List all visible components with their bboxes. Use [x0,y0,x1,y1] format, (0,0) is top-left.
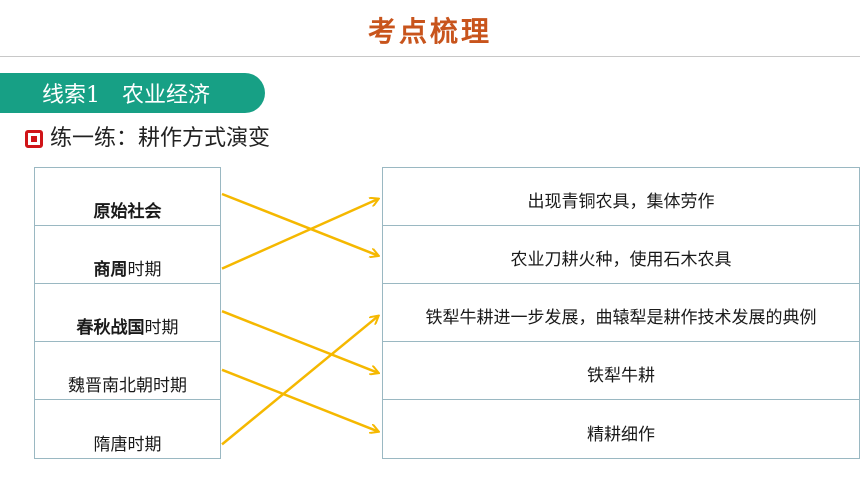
title-divider [0,56,860,57]
era-label-rest: 时期 [144,318,179,338]
match-arrow [221,192,378,256]
era-cell: 魏晋南北朝时期 [35,342,220,400]
era-label-rest: 隋唐时期 [93,435,162,455]
method-cell: 铁犁牛耕 [383,342,859,400]
method-cell: 出现青铜农具，集体劳作 [383,168,859,226]
era-label: 隋唐时期 [94,430,162,455]
method-cell: 精耕细作 [383,400,859,458]
era-label-bold: 原始社会 [93,202,162,222]
method-label: 精耕细作 [587,424,655,445]
match-arrow [221,199,378,270]
exercise-subtitle: 练一练：耕作方式演变 [50,126,271,151]
method-cell: 农业刀耕火种，使用石木农具 [383,226,859,284]
match-arrow [221,368,378,432]
era-label: 原始社会 [94,197,162,222]
era-label-rest: 魏晋南北朝时期 [68,376,187,396]
era-label-rest: 时期 [127,260,162,280]
era-column: 原始社会 商周时期 春秋战国时期 魏晋南北朝时期 隋唐时期 [34,167,221,459]
method-label: 农业刀耕火种，使用石木农具 [510,250,732,270]
section-pill-label: 线索1 农业经济 [42,83,210,108]
square-bullet-icon [25,130,43,148]
era-cell: 原始社会 [35,168,220,226]
page-title: 考点梳理 [367,15,492,48]
era-label-bold: 商周 [93,260,128,280]
method-column: 出现青铜农具，集体劳作 农业刀耕火种，使用石木农具 铁犁牛耕进一步发展，曲辕犁是… [382,167,860,459]
era-cell: 春秋战国时期 [35,284,220,342]
era-label: 魏晋南北朝时期 [68,371,187,396]
method-label: 铁犁牛耕 [587,366,655,386]
match-arrow [221,316,378,446]
era-label-bold: 春秋战国 [76,318,145,338]
method-label: 出现青铜农具，集体劳作 [527,192,715,212]
section-pill: 线索1 农业经济 [0,73,265,113]
era-cell: 商周时期 [35,226,220,284]
era-label: 商周时期 [94,255,162,280]
era-label: 春秋战国时期 [77,313,179,338]
method-cell: 铁犁牛耕进一步发展，曲辕犁是耕作技术发展的典例 [383,284,859,342]
match-arrow [221,310,378,373]
era-cell: 隋唐时期 [35,400,220,458]
method-label: 铁犁牛耕进一步发展，曲辕犁是耕作技术发展的典例 [425,308,817,328]
